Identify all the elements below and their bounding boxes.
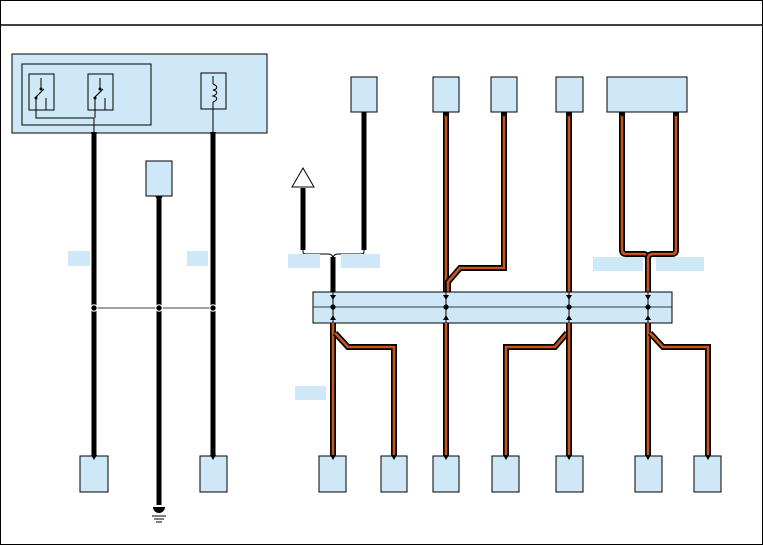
wire-brown-group bbox=[330, 323, 711, 455]
component-box bbox=[432, 76, 460, 113]
wire-brown-group bbox=[443, 112, 679, 292]
connector-box bbox=[491, 455, 520, 493]
splice-dot-icon bbox=[155, 304, 163, 312]
coil-icon bbox=[200, 72, 227, 140]
connector-box bbox=[432, 455, 460, 493]
switch-icon bbox=[28, 73, 55, 111]
connector-box bbox=[693, 455, 722, 493]
component-box bbox=[490, 76, 518, 113]
splice-dot-icon bbox=[443, 304, 449, 310]
arrow-up-icon bbox=[291, 167, 315, 250]
ground-icon bbox=[152, 507, 166, 523]
splice-dot-icon bbox=[566, 304, 572, 310]
component-box bbox=[555, 76, 584, 113]
connector-box bbox=[79, 455, 109, 493]
connector-box bbox=[199, 455, 228, 493]
splice-dot-icon bbox=[209, 304, 217, 312]
wire-label-tag bbox=[288, 254, 320, 268]
splice-dot-icon bbox=[645, 304, 651, 310]
title-bar bbox=[1, 1, 762, 25]
connector-box bbox=[318, 455, 347, 493]
wire-label-tag bbox=[656, 257, 704, 271]
switch-icon bbox=[87, 73, 114, 111]
wire-label-tag bbox=[295, 386, 326, 400]
wire-label-tag bbox=[68, 251, 90, 266]
ground-source-box bbox=[145, 160, 173, 197]
splice-dot-icon bbox=[330, 304, 336, 310]
connector-box bbox=[634, 455, 663, 493]
component-box bbox=[350, 76, 378, 113]
connector-box bbox=[380, 455, 408, 493]
component-box-wide bbox=[606, 76, 688, 113]
wire-label-tag bbox=[593, 257, 643, 271]
splice-dot-icon bbox=[90, 304, 98, 312]
wire-label-tag bbox=[341, 254, 380, 268]
wire-label-tag bbox=[187, 251, 208, 266]
junction-block bbox=[312, 291, 673, 324]
connector-box bbox=[555, 455, 584, 493]
relay-module bbox=[11, 53, 268, 140]
